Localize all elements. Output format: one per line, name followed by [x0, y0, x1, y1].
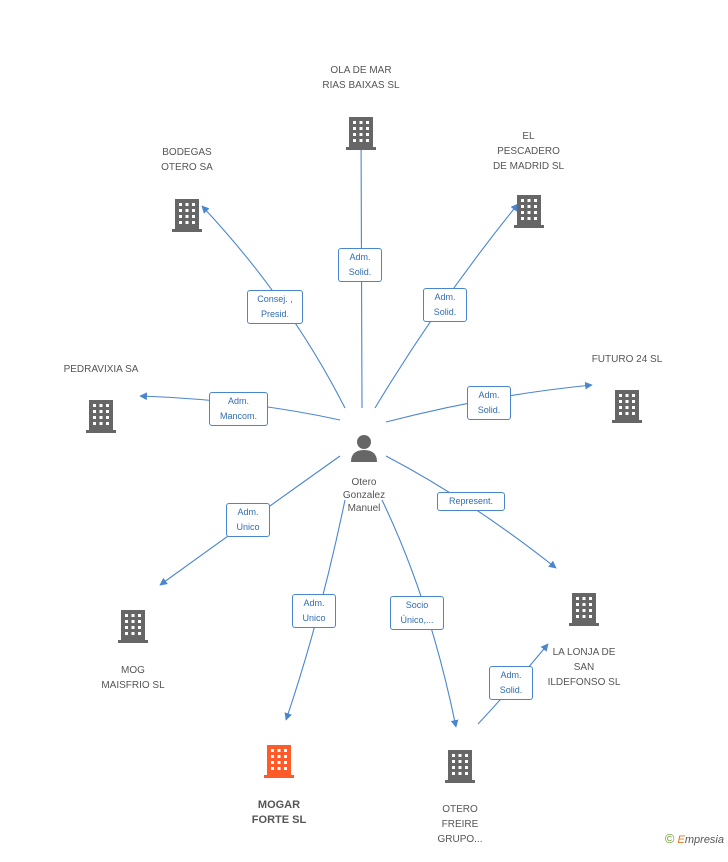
- relation-label-otero-freire-lonja: Adm. Solid.: [489, 666, 533, 700]
- brand-logo: Empresia: [677, 834, 724, 846]
- company-mogar[interactable]: MOGAR FORTE SL: [229, 728, 329, 843]
- relation-label-bodegas: Consej. , Presid.: [247, 290, 303, 324]
- footer-brand[interactable]: © Empresia: [665, 831, 724, 846]
- copyright-icon: ©: [664, 831, 675, 846]
- relation-label-ola: Adm. Solid.: [338, 248, 382, 282]
- company-otero-freire[interactable]: OTERO FREIRE GRUPO...: [412, 733, 508, 862]
- company-name: OLA DE MAR RIAS BAIXAS SL: [322, 65, 400, 91]
- building-icon: [346, 117, 376, 150]
- person-icon: [351, 435, 377, 462]
- relation-label-pedravixia: Adm. Mancom.: [209, 392, 268, 426]
- building-icon: [118, 610, 148, 643]
- building-icon: [445, 750, 475, 783]
- company-name: MOG MAISFRIO SL: [101, 665, 165, 691]
- person-name: Otero Gonzalez Manuel: [342, 477, 386, 514]
- company-pescadero[interactable]: EL PESCADERO DE MADRID SL: [471, 114, 586, 244]
- building-icon: [264, 745, 294, 778]
- company-name: LA LONJA DE SAN ILDEFONSO SL: [547, 647, 621, 688]
- company-name: FUTURO 24 SL: [591, 354, 663, 365]
- building-icon: [513, 195, 544, 228]
- company-name: EL PESCADERO DE MADRID SL: [492, 131, 565, 172]
- relation-label-futuro: Adm. Solid.: [467, 386, 511, 420]
- company-bodegas[interactable]: BODEGAS OTERO SA: [137, 130, 237, 248]
- building-icon: [172, 199, 202, 232]
- center-person[interactable]: Otero Gonzalez Manuel: [322, 420, 406, 515]
- building-icon: [569, 593, 599, 626]
- company-lonja[interactable]: LA LONJA DE SAN ILDEFONSO SL: [528, 576, 640, 705]
- building-icon: [612, 390, 642, 423]
- company-name: MOGAR FORTE SL: [251, 799, 307, 826]
- relation-label-pescadero: Adm. Solid.: [423, 288, 467, 322]
- company-ola[interactable]: OLA DE MAR RIAS BAIXAS SL: [301, 48, 421, 166]
- relation-label-lonja: Represent.: [437, 492, 505, 511]
- company-pedravixia[interactable]: PEDRAVIXIA SA: [46, 347, 156, 449]
- company-name: OTERO FREIRE GRUPO...: [437, 804, 483, 845]
- relation-label-mog: Adm. Unico: [226, 503, 270, 537]
- building-icon: [86, 400, 116, 433]
- company-futuro[interactable]: FUTURO 24 SL: [572, 337, 682, 439]
- relation-label-mogar: Adm. Unico: [292, 594, 336, 628]
- company-mog[interactable]: MOG MAISFRIO SL: [83, 593, 183, 708]
- edge-lonja: [385, 455, 557, 569]
- company-name: PEDRAVIXIA SA: [63, 364, 139, 375]
- company-name: BODEGAS OTERO SA: [161, 147, 213, 173]
- relation-label-otero-freire: Socio Único,...: [390, 596, 444, 630]
